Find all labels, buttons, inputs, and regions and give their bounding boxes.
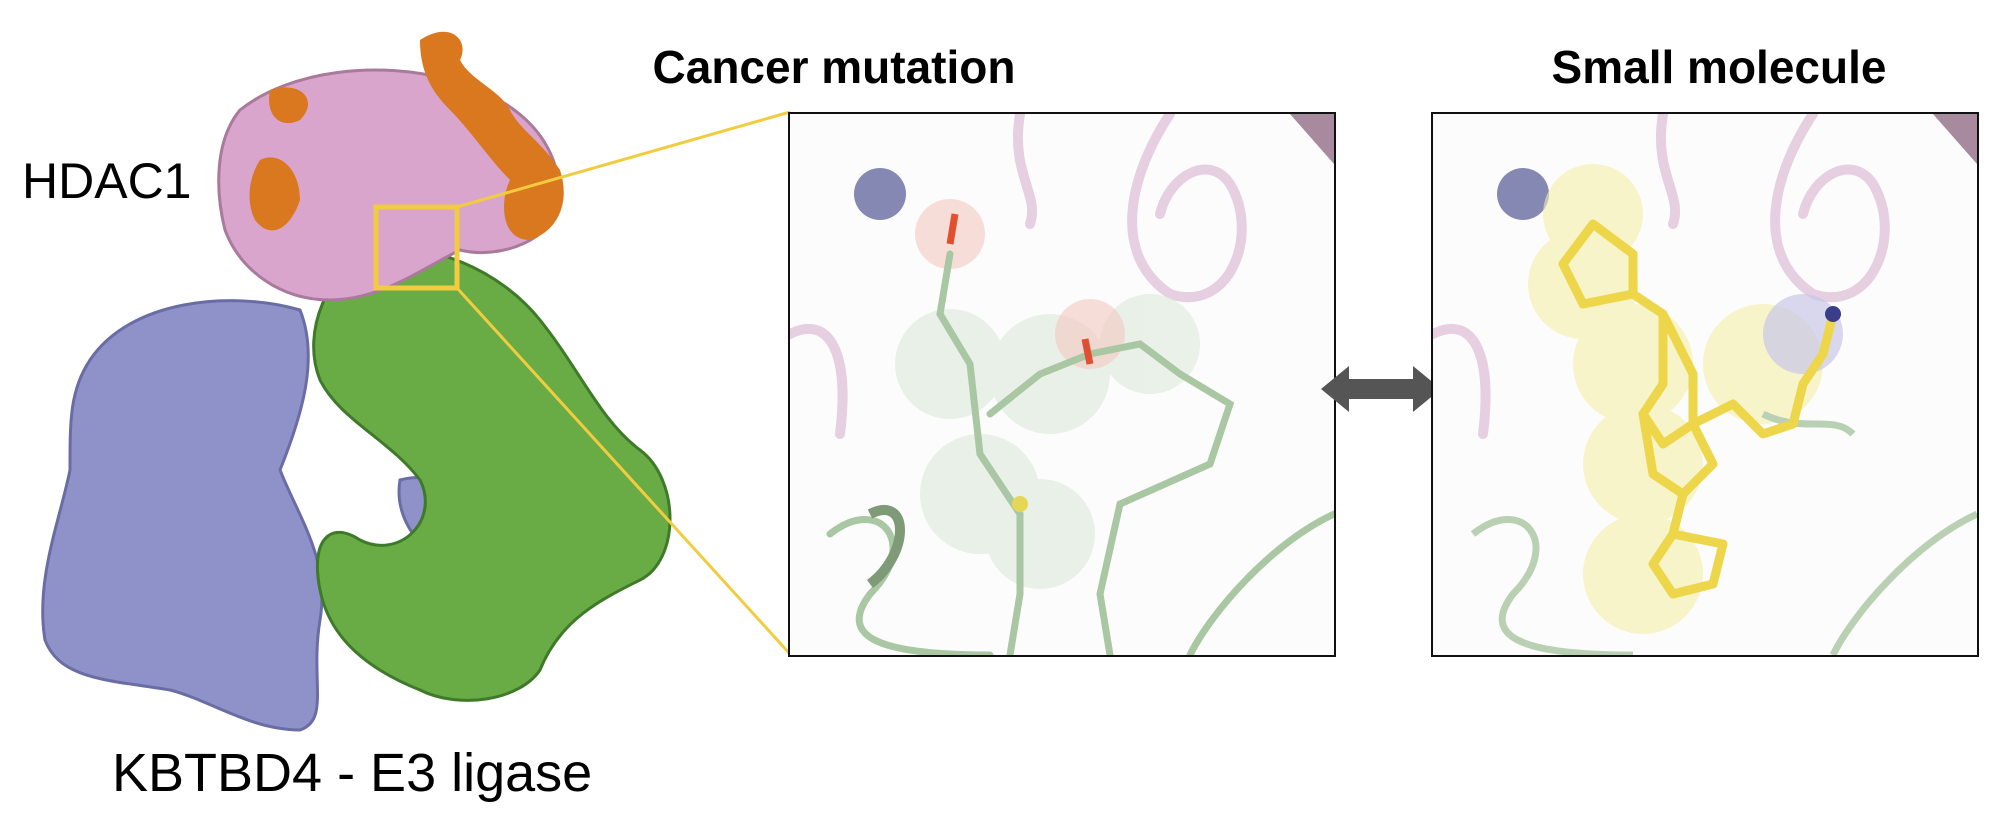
bidirectional-arrow-icon	[1321, 366, 1441, 412]
small-molecule-title: Small molecule	[1551, 41, 1887, 93]
cancer-mutation-title: Cancer mutation	[652, 41, 1016, 93]
hdac1-label: HDAC1	[22, 153, 192, 209]
mutation-structure-render	[790, 114, 1334, 655]
small-molecule-structure-render	[1433, 114, 1977, 655]
cancer-mutation-panel	[788, 112, 1336, 657]
kbtbd4-green-subunit	[312, 246, 672, 702]
zoom-line-top	[456, 110, 791, 209]
e3-ligase-label: KBTBD4 - E3 ligase	[112, 743, 593, 803]
hdac1-subunit	[217, 31, 564, 302]
small-molecule-panel	[1431, 112, 1979, 657]
cryo-em-density-map	[41, 31, 792, 732]
zoom-region-box	[373, 204, 460, 291]
zoom-line-bottom	[455, 286, 792, 656]
